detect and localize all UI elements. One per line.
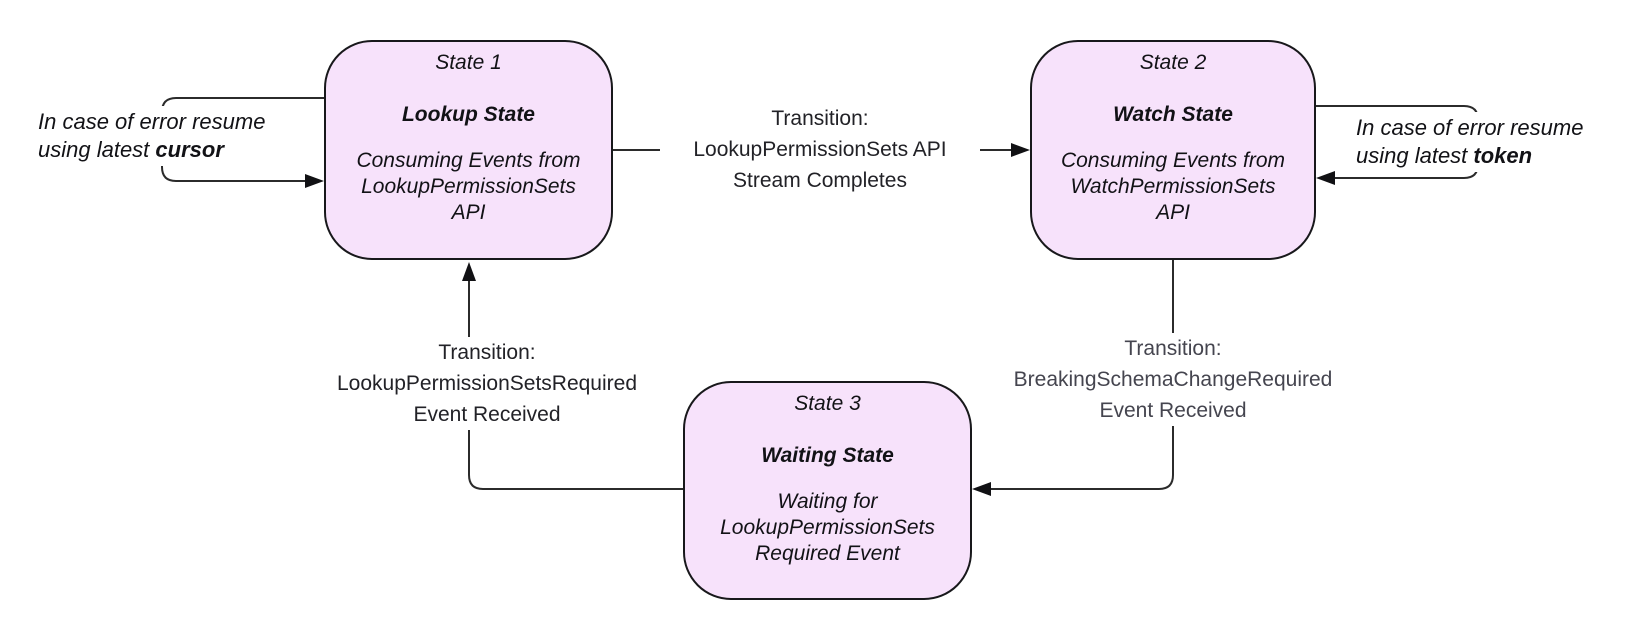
transition-label-line: LookupPermissionSetsRequired xyxy=(337,372,637,395)
loop-label-prefix: using latest xyxy=(1356,143,1474,168)
state-description-line: API xyxy=(451,201,486,224)
state-description-line: LookupPermissionSets xyxy=(720,516,935,539)
state-node-waiting: State 3 Waiting State Waiting for Lookup… xyxy=(683,381,972,600)
loop-label-prefix: using latest xyxy=(38,137,156,162)
loop-label-keyword: token xyxy=(1473,143,1533,168)
state-description-line: LookupPermissionSets xyxy=(361,175,576,198)
state-name: Waiting State xyxy=(761,444,894,467)
state-description-line: Consuming Events from xyxy=(356,149,581,172)
transition-label-waiting-to-lookup: Transition: LookupPermissionSetsRequired… xyxy=(327,337,647,430)
loop-label-line: In case of error resume xyxy=(1356,115,1584,140)
edge-watch-to-waiting xyxy=(972,260,1174,496)
edge-waiting-to-lookup xyxy=(462,262,683,490)
state-title: State 1 xyxy=(435,51,502,74)
state-description-line: Waiting for xyxy=(777,490,878,513)
state-name: Lookup State xyxy=(401,103,535,126)
loop-label-line: In case of error resume xyxy=(38,109,266,134)
state-title: State 2 xyxy=(1139,51,1207,74)
transition-label-line: Event Received xyxy=(413,403,561,426)
state-title: State 3 xyxy=(794,392,861,415)
transition-label-line: Transition: xyxy=(771,107,869,130)
state-description: Consuming Events from LookupPermissionSe… xyxy=(356,148,580,226)
state-node-lookup: State 1 Lookup State Consuming Events fr… xyxy=(324,40,613,260)
loop-label-line: using latest token xyxy=(1356,142,1583,170)
state-description-line: WatchPermissionSets xyxy=(1070,175,1276,198)
transition-label-line: LookupPermissionSets API xyxy=(693,138,947,161)
transition-label-line: Stream Completes xyxy=(733,169,907,192)
state-description-line: Required Event xyxy=(755,542,900,565)
error-loop-label-cursor: In case of error resume using latest cur… xyxy=(34,106,270,166)
loop-label-line: using latest cursor xyxy=(38,136,265,164)
loop-label-keyword: cursor xyxy=(155,137,224,162)
state-node-watch: State 2 Watch State Consuming Events fro… xyxy=(1030,40,1316,260)
transition-label-line: Transition: xyxy=(1124,337,1222,360)
transition-label-line: Event Received xyxy=(1099,399,1247,422)
transition-label-watch-to-waiting: Transition: BreakingSchemaChangeRequired… xyxy=(1013,333,1333,426)
transition-label-lookup-to-watch: Transition: LookupPermissionSets API Str… xyxy=(660,103,980,196)
state-name: Watch State xyxy=(1113,103,1233,126)
state-description: Waiting for LookupPermissionSets Require… xyxy=(720,489,935,567)
error-loop-label-token: In case of error resume using latest tok… xyxy=(1352,112,1588,172)
transition-label-line: Transition: xyxy=(438,341,536,364)
transition-label-line: BreakingSchemaChangeRequired xyxy=(1013,368,1333,391)
state-description-line: Consuming Events from xyxy=(1060,149,1286,172)
state-description: Consuming Events from WatchPermissionSet… xyxy=(1061,148,1285,226)
state-description-line: API xyxy=(1156,201,1190,224)
